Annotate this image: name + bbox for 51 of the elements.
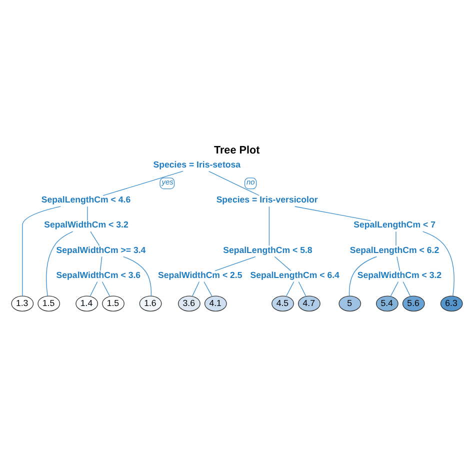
node-ellipse: 4.7 [298, 295, 320, 311]
connector [90, 230, 100, 246]
connector [204, 280, 212, 296]
connector [396, 256, 400, 271]
node-ellipse: 1.5 [102, 295, 124, 311]
node-text: SepalWidthCm < 2.5 [158, 269, 242, 280]
connector [90, 280, 98, 296]
connector [402, 280, 411, 296]
node-ellipse: 1.3 [11, 295, 34, 311]
node-ellipse: 6.3 [440, 295, 463, 311]
connector [422, 230, 454, 296]
edge-label: no [246, 177, 255, 186]
node-text: Species = Iris-versicolor [216, 194, 318, 204]
node-text: SepalWidthCm < 3.2 [357, 269, 442, 280]
connector [22, 206, 61, 296]
node-ellipse: 4.1 [204, 295, 227, 311]
node-text: SepalWidthCm >= 3.4 [56, 244, 146, 254]
connector [274, 256, 292, 271]
connector [102, 170, 184, 196]
node-ellipse: 1.6 [139, 295, 162, 311]
connector [390, 280, 399, 296]
connector [214, 256, 256, 271]
connector [102, 280, 110, 296]
connector [298, 280, 306, 296]
node-text: Species = Iris-setosa [153, 158, 241, 169]
node-text: SepalLengthCm < 6.4 [250, 269, 340, 280]
node-ellipse: 5 [338, 295, 362, 311]
connector [294, 206, 371, 221]
node-ellipse: 5.6 [402, 295, 425, 311]
node-ellipse: 1.4 [76, 295, 98, 311]
connector [208, 170, 260, 196]
node-text: SepalWidthCm < 3.6 [56, 269, 141, 280]
node-ellipse: 4.5 [272, 295, 294, 311]
connector [123, 256, 152, 296]
edge-label: yes [162, 177, 174, 186]
connector [192, 280, 200, 296]
connector [87, 206, 88, 220]
connector [348, 256, 377, 296]
node-text: SepalLengthCm < 5.8 [223, 244, 312, 254]
connector [46, 230, 74, 296]
connector [100, 256, 102, 271]
node-text: SepalLengthCm < 6.2 [350, 244, 440, 254]
connector [268, 206, 270, 246]
connector [286, 280, 294, 296]
node-text: SepalWidthCm < 3.2 [44, 219, 128, 230]
diagram-title: Tree Plot [214, 144, 260, 156]
node-ellipse: 5.4 [376, 295, 398, 311]
node-text: SepalLengthCm < 7 [354, 219, 436, 230]
node-ellipse: 3.6 [178, 295, 200, 311]
node-ellipse: 1.5 [38, 295, 60, 311]
node-text: SepalLengthCm < 4.6 [41, 194, 131, 204]
